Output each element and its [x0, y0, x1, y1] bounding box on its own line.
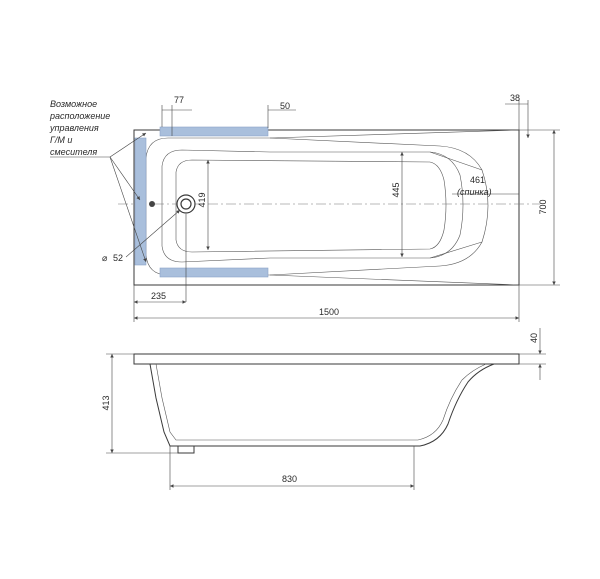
- dim-445: 445: [391, 152, 404, 257]
- overflow-marker: [149, 201, 155, 207]
- top-view-backrest-line-2: [269, 274, 520, 286]
- dim-830-label: 830: [282, 474, 297, 484]
- dim-700-label: 700: [538, 199, 548, 214]
- dim-38: 38: [505, 93, 530, 138]
- note-line-1: Возможное: [50, 99, 97, 109]
- dim-40-label: 40: [529, 333, 539, 343]
- top-view-bowl-inner: [161, 149, 464, 263]
- mixer-zone-left: [134, 137, 147, 266]
- dim-445-label: 445: [391, 182, 401, 197]
- diameter-symbol: ⌀: [102, 253, 108, 263]
- dim-235: 235: [134, 214, 187, 304]
- dim-38-label: 38: [510, 93, 520, 103]
- note-leader-2: [109, 156, 141, 201]
- mixer-location-note: Возможное расположение управления Г/М и …: [49, 99, 147, 263]
- dim-461-note: (спинка): [457, 187, 492, 197]
- dim-830: 830: [169, 446, 415, 490]
- side-view-body: [149, 363, 495, 447]
- top-view-bowl-floor: [175, 159, 447, 253]
- top-view: [118, 126, 540, 286]
- drain-inner: [180, 198, 192, 210]
- dim-413: 413: [101, 353, 178, 454]
- dim-40: 40: [519, 328, 546, 380]
- mixer-zone-bottom: [159, 267, 269, 278]
- top-view-backrest-line-4: [429, 241, 483, 259]
- mixer-zone-top: [159, 126, 269, 137]
- dim-50-label: 50: [280, 101, 290, 111]
- top-view-backrest-line-3: [429, 151, 483, 171]
- dim-461-label: 461: [470, 175, 485, 185]
- dim-77: 77: [161, 95, 192, 136]
- note-line-2: расположение: [49, 111, 110, 121]
- top-view-backrest-line-1: [269, 129, 520, 139]
- top-view-outer-rim: [133, 129, 520, 286]
- note-line-3: управления: [49, 123, 99, 133]
- side-view-inner-line: [155, 363, 487, 441]
- dim-235-label: 235: [151, 291, 166, 301]
- dim-461: 461 (спинка): [452, 175, 519, 197]
- dim-1500: 1500: [133, 285, 520, 322]
- dim-419-label: 419: [197, 192, 207, 207]
- dim-52-label: 52: [113, 253, 123, 263]
- note-leader-1: [109, 132, 147, 158]
- dim-77-label: 77: [174, 95, 184, 105]
- dim-52: ⌀ 52: [102, 209, 181, 263]
- note-line-4: Г/М и: [50, 135, 72, 145]
- note-line-5: смесителя: [50, 147, 97, 157]
- dim-419: 419: [197, 160, 210, 250]
- side-view: [133, 353, 520, 454]
- dim-413-label: 413: [101, 395, 111, 410]
- dim-50: 50: [267, 101, 296, 128]
- side-view-rim: [133, 353, 520, 365]
- dim-1500-label: 1500: [319, 307, 339, 317]
- dim-700: 700: [519, 129, 560, 286]
- side-view-foot: [177, 445, 195, 454]
